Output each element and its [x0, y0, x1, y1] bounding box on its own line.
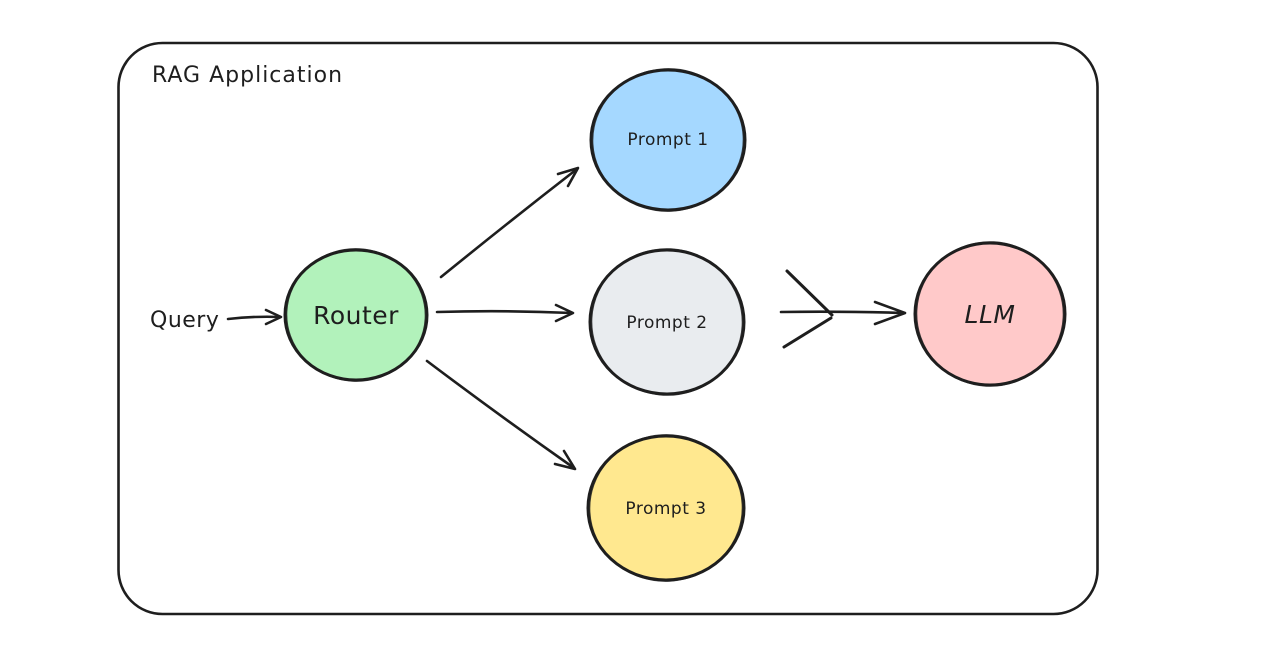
edge-router-prompt3-line [425, 359, 576, 470]
edge-router-prompt3[interactable] [425, 359, 577, 471]
merge-upper-line [785, 269, 834, 317]
edge-router-prompt2-arrowhead [554, 303, 575, 323]
edge-merge-llm[interactable] [779, 269, 907, 349]
merge-shaft-line [779, 310, 906, 315]
prompt2-circle [588, 248, 746, 396]
llm-circle-sketch [915, 241, 1065, 387]
node-router[interactable]: Router [283, 245, 429, 384]
merge-lower-line [782, 316, 833, 349]
edge-router-prompt3-arrowhead [553, 449, 577, 471]
node-query[interactable]: Query [150, 308, 219, 333]
edge-router-prompt1-arrowhead [556, 166, 580, 188]
prompt1-circle-sketch [591, 68, 745, 212]
prompt1-label: Prompt 1 [627, 130, 708, 150]
node-prompt1[interactable]: Prompt 1 [589, 65, 747, 215]
query-label: Query [150, 308, 219, 333]
edge-router-prompt1-line [439, 167, 579, 279]
edge-router-prompt1[interactable] [439, 166, 580, 279]
prompt3-circle-sketch [588, 434, 744, 582]
prompt3-label: Prompt 3 [625, 499, 706, 519]
router-circle-sketch [285, 248, 427, 382]
llm-label: LLM [965, 300, 1016, 329]
edge-router-prompt2[interactable] [435, 303, 575, 323]
edge-router-prompt2-line [435, 309, 574, 315]
node-prompt3[interactable]: Prompt 3 [586, 431, 746, 585]
prompt3-circle [586, 434, 746, 582]
prompt2-circle-sketch [590, 248, 744, 396]
frame-title: RAG Application [152, 63, 343, 88]
node-prompt2[interactable]: Prompt 2 [588, 245, 746, 399]
edge-query-router-arrowhead [264, 308, 283, 326]
edge-query-router-line [226, 315, 282, 321]
router-label: Router [313, 301, 399, 330]
llm-circle [913, 241, 1067, 387]
prompt1-circle [589, 68, 747, 212]
router-circle [283, 248, 429, 382]
node-llm[interactable]: LLM [913, 238, 1067, 389]
prompt2-label: Prompt 2 [626, 313, 707, 333]
edge-query-router[interactable] [226, 308, 283, 326]
edge-merge-llm-arrowhead [873, 300, 907, 326]
